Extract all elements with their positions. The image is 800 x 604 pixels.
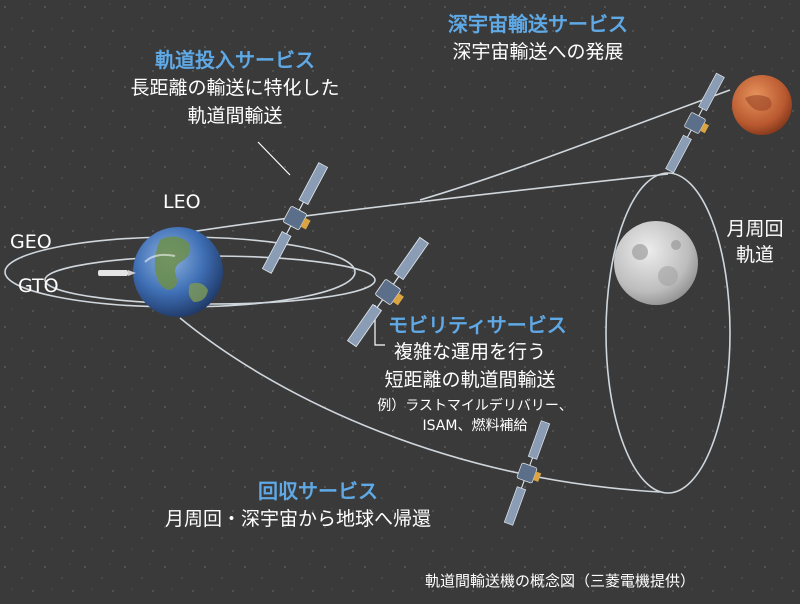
orbit-insertion-title: 軌道投入サービス [155, 48, 315, 72]
moon [614, 221, 698, 305]
mobility-line1: 複雑な運用を行う [393, 341, 546, 363]
spacecraft-gold-module [300, 217, 311, 230]
earth-landmass [154, 236, 191, 290]
orbit-lines [4, 89, 731, 494]
deep-space-title: 深宇宙輸送サービス [448, 12, 628, 36]
solar-panel [665, 134, 692, 174]
deep-space-line1: 深宇宙輸送への発展 [452, 41, 624, 63]
leo-label: LEO [163, 191, 201, 213]
spacecraft-bus [684, 112, 706, 134]
moon-crater [671, 240, 681, 250]
moon-crater [658, 266, 678, 286]
spacecraft-gold-module [533, 471, 542, 482]
mobility-example-line2: ISAM、燃料補給 [422, 418, 528, 434]
mobility-title: モビリティサービス [388, 313, 567, 337]
spacecraft-recovery [503, 420, 551, 526]
spacecraft-gold-module [700, 122, 710, 134]
geo-label: GEO [10, 231, 52, 253]
spacecraft-layer [261, 72, 725, 526]
lunar-orbit-label-line1: 月周回 [726, 218, 784, 240]
transfer-lower-path [179, 317, 661, 493]
spacecraft-gold-module [392, 293, 404, 306]
moon-crater [632, 244, 648, 260]
spacecraft-orbit-insertion [261, 162, 329, 274]
deep-space-path [419, 89, 731, 201]
moon-globe [614, 221, 698, 305]
mars [732, 75, 792, 135]
earth-clouds [144, 253, 176, 263]
earth-landmass [188, 282, 208, 302]
earth [133, 227, 223, 317]
mobility-line2: 短距離の軌道間輸送 [384, 369, 556, 391]
transfer-upper-path [189, 173, 669, 233]
orbit-insertion-leader [257, 141, 291, 176]
mars-surface-marking [745, 95, 772, 111]
figure-caption: 軌道間輸送機の概念図（三菱電機提供） [425, 572, 696, 590]
spacecraft-deep-space [665, 72, 725, 174]
mobility-example-line1: 例）ラストマイルデリバリー、 [377, 398, 573, 414]
launch-vehicle-nose [128, 270, 136, 276]
launch-vehicle-body [98, 270, 128, 276]
launch-vehicle [98, 270, 136, 276]
recovery-title: 回収サービス [258, 479, 378, 503]
spacecraft-bus [516, 462, 538, 484]
gto-label: GTO [18, 275, 59, 297]
spacecraft-mobility [346, 236, 430, 348]
lunar-orbit [605, 172, 731, 494]
orbit-insertion-line2: 軌道間輸送 [187, 105, 283, 127]
solar-panel [698, 72, 725, 112]
orbit-insertion-line1: 長距離の輸送に特化した [130, 77, 340, 99]
lunar-orbit-label-line2: 軌道 [735, 244, 774, 266]
recovery-line1: 月周回・深宇宙から地球へ帰還 [165, 508, 432, 530]
